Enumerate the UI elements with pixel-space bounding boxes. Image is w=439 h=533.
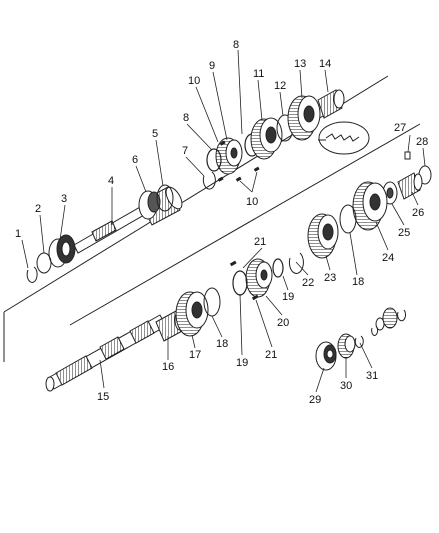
callout-12: 12 [274, 80, 286, 92]
callout-20: 20 [277, 317, 289, 329]
input-shaft [73, 186, 183, 254]
callout-29: 29 [309, 394, 321, 406]
synchronizer-9 [215, 137, 243, 175]
callout-2: 2 [35, 203, 41, 215]
gear-17 [175, 291, 209, 337]
callout-15: 15 [97, 391, 109, 403]
callout-23: 23 [324, 272, 336, 284]
callout-21-lower: 21 [265, 349, 277, 361]
detail-magnifier [318, 121, 370, 155]
callout-6: 6 [132, 154, 138, 166]
callout-8: 8 [183, 112, 189, 124]
synchronizer-20 [245, 258, 273, 298]
callout-14: 14 [319, 58, 331, 70]
callout-3: 3 [61, 193, 67, 205]
callout-8-top: 8 [233, 39, 239, 51]
callout-13: 13 [294, 58, 306, 70]
callout-10-bottom: 10 [246, 196, 258, 208]
bearing-29 [315, 341, 337, 371]
gear-13 [287, 95, 321, 141]
key-10 [217, 140, 260, 182]
bearing-3 [48, 234, 76, 268]
snap-ring-1 [26, 266, 38, 283]
callout-25: 25 [398, 227, 410, 239]
spring-ring-8 [206, 148, 222, 172]
ring-18-upper [339, 204, 357, 234]
callout-21-upper: 21 [254, 236, 266, 248]
callout-18-upper: 18 [352, 276, 364, 288]
output-shaft-15 [45, 314, 167, 392]
callout-26: 26 [412, 207, 424, 219]
bearing-26 [397, 172, 423, 200]
callout-31: 31 [366, 370, 378, 382]
callout-labels: 1 2 3 4 5 6 7 8 8 9 10 10 11 12 13 14 15… [15, 39, 428, 406]
gear-23 [307, 213, 339, 259]
pin-27 [404, 151, 411, 160]
callout-4: 4 [108, 175, 114, 187]
callout-27: 27 [394, 122, 406, 134]
snap-ring-31 [354, 335, 364, 348]
callout-17: 17 [189, 349, 201, 361]
bearing-14 [317, 89, 345, 119]
callout-22: 22 [302, 277, 314, 289]
gear-30 [337, 333, 356, 359]
callout-10-top: 10 [188, 75, 200, 87]
callout-1: 1 [15, 228, 21, 240]
callout-7: 7 [182, 145, 188, 157]
ring-5 [156, 184, 174, 212]
gear-24 [352, 181, 388, 231]
gear-11 [250, 117, 283, 160]
small-gear-group [371, 307, 407, 336]
callout-9: 9 [209, 60, 215, 72]
snap-ring-22 [288, 252, 304, 274]
callout-24: 24 [382, 252, 394, 264]
callout-16: 16 [162, 361, 174, 373]
key-21 [229, 260, 259, 301]
callout-19-lower: 19 [236, 357, 248, 369]
callout-30: 30 [340, 380, 352, 392]
leader-lines [21, 49, 426, 393]
callout-19-upper: 19 [282, 291, 294, 303]
callout-11: 11 [253, 68, 264, 80]
callout-18-lower: 18 [216, 338, 228, 350]
callout-5: 5 [152, 128, 158, 140]
snap-ring-7 [202, 171, 216, 190]
ring-2 [36, 252, 52, 274]
callout-28: 28 [416, 136, 428, 148]
